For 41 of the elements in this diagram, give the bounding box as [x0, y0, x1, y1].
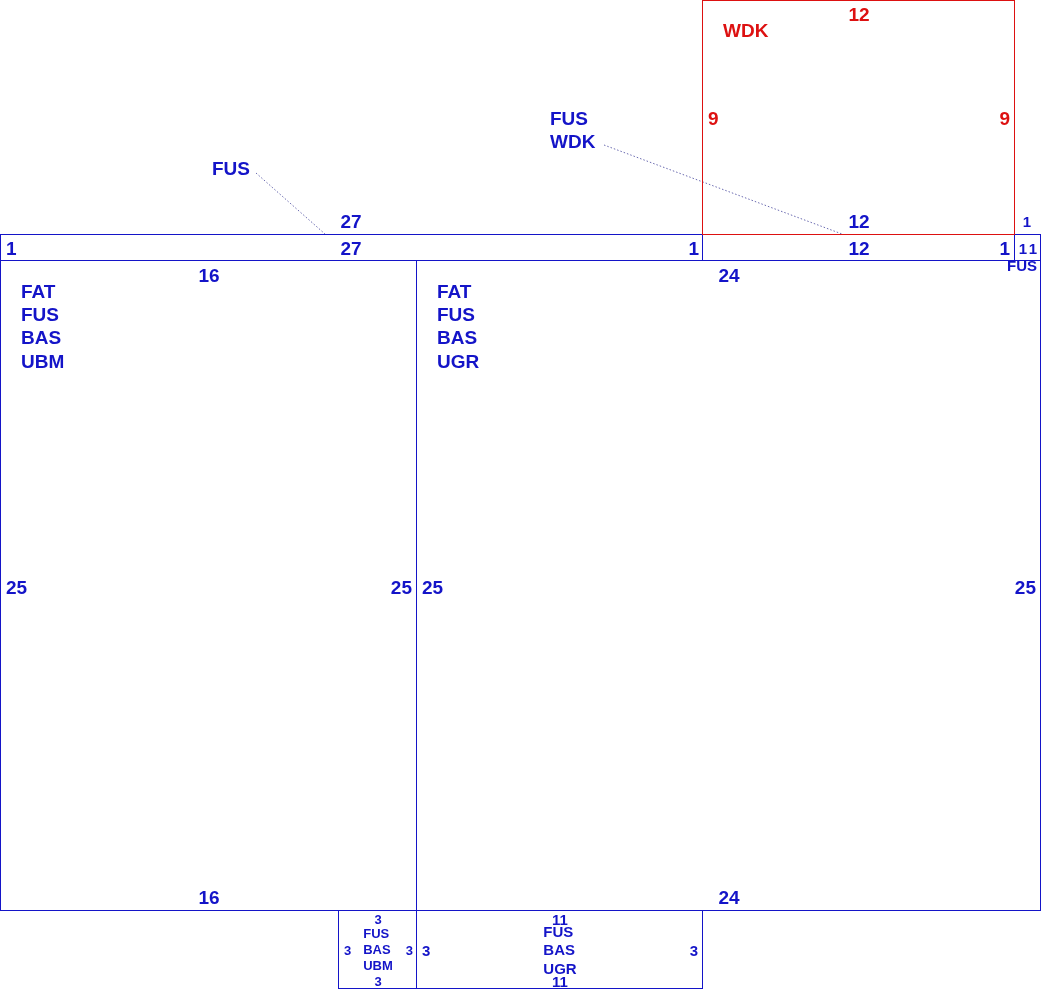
dimension-label: 24 — [718, 887, 740, 907]
dimension-label: 27 — [340, 238, 362, 258]
dimension-label: 16 — [198, 265, 220, 285]
code-label: FAT FUS BAS UGR — [437, 280, 480, 373]
dimension-label: 25 — [1014, 577, 1036, 597]
annotation-label: FUS WDK — [550, 107, 596, 154]
dimension-label: 1 — [1022, 213, 1032, 229]
code-label: FUS BAS UBM — [363, 926, 393, 974]
dimension-label: 11 — [552, 973, 568, 989]
dimension-label: 3 — [689, 942, 698, 958]
dimension-label: 3 — [344, 943, 352, 957]
panel-outline — [338, 910, 417, 989]
dimension-label: 9 — [999, 108, 1010, 128]
dimension-label: 3 — [405, 943, 413, 957]
dimension-label: 3 — [374, 974, 382, 988]
code-label: WDK — [723, 20, 769, 40]
dimension-label: 12 — [848, 238, 870, 258]
dimension-label: 25 — [390, 577, 412, 597]
dimension-label: 1 — [6, 238, 17, 258]
dimension-label: 12 — [848, 211, 870, 231]
panel-outline — [416, 910, 703, 989]
leader-line — [255, 172, 326, 235]
dimension-label: 1 — [999, 238, 1010, 258]
dimension-label: 3 — [422, 942, 431, 958]
dimension-label: 1 — [1018, 240, 1028, 256]
dimension-label: 27 — [340, 211, 362, 231]
leader-line — [603, 144, 843, 235]
dimension-label: 9 — [708, 108, 719, 128]
dimension-label: 25 — [422, 577, 444, 597]
dimension-label: 24 — [718, 265, 740, 285]
dimension-label: 1 — [688, 238, 699, 258]
dimension-label: 1 — [1028, 240, 1038, 256]
dimension-label: 11 — [552, 911, 568, 927]
panel-outline — [702, 0, 1015, 235]
dimension-label: 12 — [848, 4, 870, 24]
dimension-label: 3 — [374, 912, 382, 926]
dimension-label: 25 — [6, 577, 28, 597]
annotation-label: FUS — [212, 159, 250, 178]
dimension-label: 16 — [198, 887, 220, 907]
code-label: FAT FUS BAS UBM — [21, 280, 65, 373]
code-label: FUS — [1007, 257, 1037, 273]
